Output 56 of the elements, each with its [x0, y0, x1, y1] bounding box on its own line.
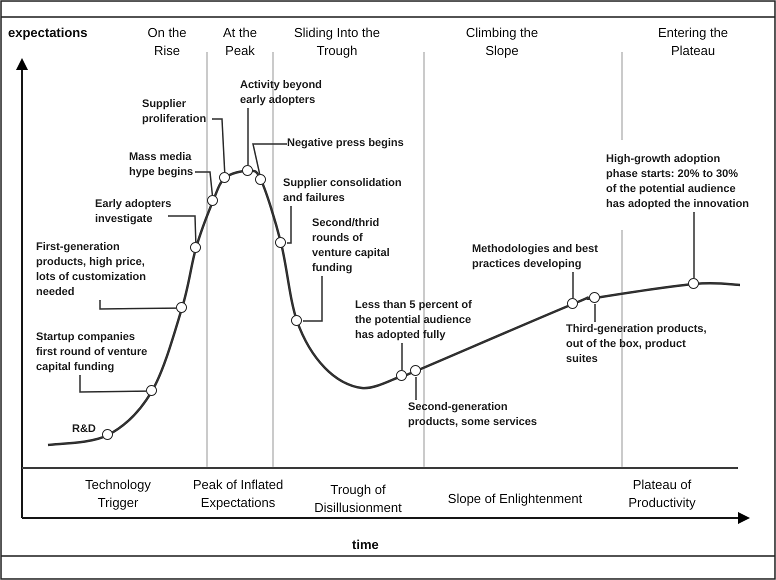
annotation-text: Second-generation products, some services	[408, 400, 548, 430]
annotation-text: Supplier consolidation and failures	[283, 176, 413, 206]
curve-point	[207, 195, 218, 206]
annotation-text: Startup companies first round of venture capital funding	[36, 330, 154, 375]
phase-heading: Entering the Plateau	[656, 24, 730, 60]
phase-heading: Climbing the Slope	[464, 24, 540, 60]
phase-name: Slope of Enlightenment	[446, 490, 584, 508]
phase-name: Trough of Disillusionment	[313, 481, 403, 517]
curve-point	[190, 242, 201, 253]
phase-heading: On the Rise	[146, 24, 188, 60]
annotation-text: First-generation products, high price, lots of customization needed	[36, 240, 154, 300]
curve-point	[242, 165, 253, 176]
phase-name: Plateau of Productivity	[627, 476, 697, 512]
curve-point	[102, 429, 113, 440]
curve-point	[410, 365, 421, 376]
annotation-text: Activity beyond early adopters	[240, 78, 335, 108]
leader-line	[287, 206, 292, 244]
annotation-text: High-growth adoption phase starts: 20% to 30% of the potential audience has adopted the innovation	[606, 152, 751, 212]
annotation-text: Early adopters investigate	[95, 197, 175, 227]
point-label: R&D	[72, 422, 96, 437]
axis-label: time	[352, 536, 379, 554]
phase-name: Peak of Inflated Expectations	[192, 476, 284, 512]
leader-line	[195, 171, 214, 196]
curve-point	[589, 292, 600, 303]
annotation-text: Second/thrid rounds of venture capital funding	[312, 216, 394, 276]
leader-line	[252, 143, 287, 174]
curve-point	[396, 370, 407, 381]
annotation-text: Less than 5 percent of the potential audience has adopted fully	[355, 298, 487, 343]
leader-line	[99, 300, 176, 310]
leader-line	[415, 377, 417, 400]
leader-line	[594, 304, 596, 322]
leader-line	[303, 276, 323, 322]
phase-heading: Sliding Into the Trough	[292, 24, 381, 60]
leader-line	[167, 215, 197, 242]
curve-point	[275, 237, 286, 248]
phase-name: Technology Trigger	[84, 476, 152, 512]
annotation-text: Supplier proliferation	[142, 97, 212, 127]
leader-line	[79, 375, 146, 393]
curve-point	[146, 385, 157, 396]
annotation-text: Third-generation products, out of the box, product suites	[566, 322, 711, 367]
curve-point	[219, 172, 230, 183]
leader-line	[247, 108, 249, 165]
leader-line	[572, 272, 574, 298]
leader-line	[401, 343, 403, 370]
annotation-text: Methodologies and best practices developing	[472, 242, 612, 272]
curve-point	[688, 278, 699, 289]
curve-point	[567, 298, 578, 309]
annotation-text: Negative press begins	[287, 136, 417, 151]
leader-line	[212, 118, 226, 172]
phase-heading: At the Peak	[222, 24, 258, 60]
leader-line	[693, 212, 695, 278]
curve-point	[176, 302, 187, 313]
curve-point	[291, 315, 302, 326]
annotation-text: Mass media hype begins	[129, 150, 195, 180]
curve-point	[255, 174, 266, 185]
axis-label: expectations	[8, 24, 88, 42]
